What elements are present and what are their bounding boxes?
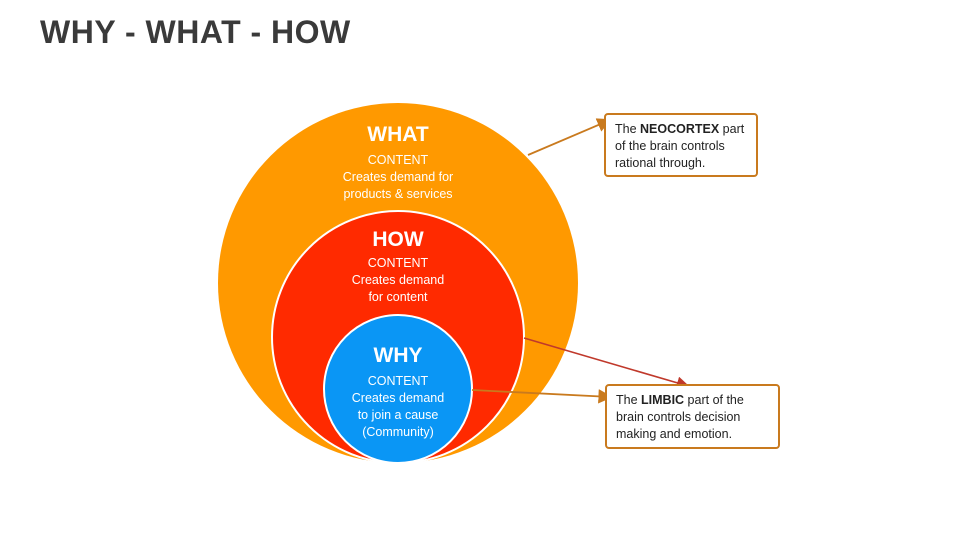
neocortex-line1-rest: part — [719, 122, 745, 136]
neocortex-callout: The NEOCORTEX part of the brain controls… — [604, 113, 758, 177]
limbic-callout-line-2: brain controls decision — [616, 410, 741, 424]
why-line-2: Creates demand — [351, 391, 445, 405]
how-connector-arrow — [523, 337, 690, 389]
limbic-callout: The LIMBIC part of the brain controls de… — [605, 384, 780, 449]
limbic-callout-line-1: The LIMBIC part of the — [616, 392, 769, 409]
neocortex-callout-line-3: rational through. — [615, 156, 706, 170]
limbic-prefix: The — [616, 393, 642, 407]
why-connector-arrow — [471, 389, 613, 404]
neocortex-keyword: NEOCORTEX — [640, 122, 720, 136]
why-circle — [323, 314, 473, 464]
how-line-2: Creates demand — [351, 273, 445, 287]
why-text-block: WHY CONTENT Creates demand to join a cau… — [338, 343, 458, 441]
neocortex-callout-line-2: of the brain controls — [615, 139, 725, 153]
what-heading: WHAT — [367, 123, 429, 146]
how-heading: HOW — [372, 228, 424, 251]
what-line-3: products & services — [343, 187, 453, 201]
neocortex-connector — [527, 118, 612, 156]
limbic-keyword: LIMBIC — [641, 393, 685, 407]
why-line-1: CONTENT — [367, 374, 429, 388]
neocortex-callout-line-1: The NEOCORTEX part — [615, 121, 747, 138]
how-text-block: HOW CONTENT Creates demand for content — [328, 227, 468, 306]
why-heading: WHY — [373, 344, 423, 367]
what-line-2: Creates demand for — [342, 170, 454, 184]
neocortex-prefix: The — [615, 122, 641, 136]
page-title: WHY - WHAT - HOW — [40, 14, 351, 50]
why-line-3: to join a cause — [357, 408, 439, 422]
how-line-1: CONTENT — [367, 256, 429, 270]
limbic-line1-rest: part of the — [684, 393, 744, 407]
what-line-1: CONTENT — [367, 153, 429, 167]
what-text-block: WHAT CONTENT Creates demand for products… — [318, 122, 478, 203]
limbic-callout-line-3: making and emotion. — [616, 427, 733, 441]
why-line-4: (Community) — [362, 425, 434, 439]
how-line-3: for content — [368, 290, 428, 304]
